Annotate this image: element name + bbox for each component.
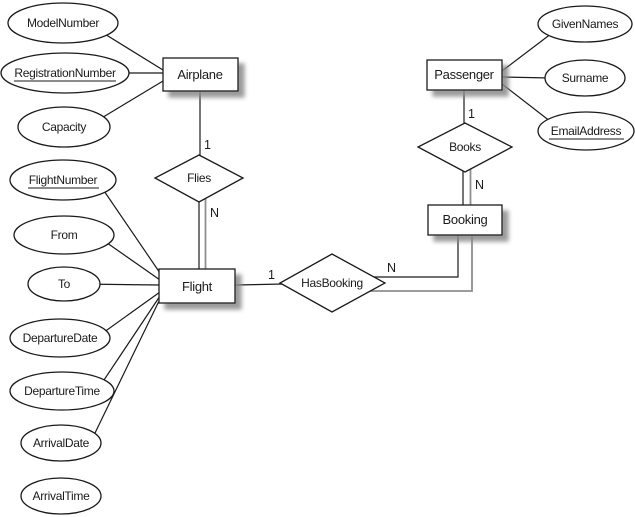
attribute-label-departuretime: DepartureTime [24, 384, 100, 398]
attribute-label-registrationnumber: RegistrationNumber [14, 66, 116, 80]
attribute-label-flightnumber: FlightNumber [29, 173, 98, 187]
cardinality-books-one: 1 [468, 107, 475, 121]
cardinality-hasbooking-many: N [387, 261, 396, 275]
connector-emailaddress-passenger [501, 83, 556, 126]
entity-label-passenger: Passenger [434, 67, 494, 82]
label-layer: ModelNumber RegistrationNumber Capacity … [14, 16, 621, 503]
connector-hasbooking-booking-gray [368, 236, 473, 292]
relationship-diamond-flies [153, 154, 245, 203]
connector-flightnumber-flight [99, 184, 161, 274]
connector-from-flight [99, 237, 161, 281]
connector-departuredate-flight [99, 291, 161, 336]
attribute-label-arrivaldate: ArrivalDate [33, 436, 90, 450]
connector-hasbooking-booking [362, 235, 459, 278]
attribute-ellipse-departuretime [9, 371, 115, 411]
attribute-label-modelnumber: ModelNumber [27, 16, 99, 30]
cardinality-books-many: N [475, 178, 484, 192]
attribute-label-arrivaltime: ArrivalTime [33, 489, 91, 503]
connector-capacity-airplane [94, 80, 164, 123]
relationship-diamond-books [416, 122, 514, 173]
attribute-ellipse-registrationnumber [0, 52, 130, 94]
entity-rect-airplane [162, 57, 239, 92]
attribute-ellipse-emailaddress [537, 111, 635, 151]
attribute-ellipse-surname [544, 59, 626, 97]
attribute-ellipse-capacity [17, 106, 111, 148]
cardinality-hasbooking-one: 1 [268, 268, 275, 282]
entity-rect-booking [427, 204, 503, 236]
relationship-diamond-hasbooking [278, 253, 387, 313]
attribute-ellipse-to [27, 266, 101, 302]
attribute-label-departuredate: DepartureDate [23, 331, 98, 345]
attribute-label-to: To [58, 277, 71, 291]
attribute-ellipse-arrivaldate [20, 424, 102, 462]
attribute-label-surname: Surname [562, 71, 609, 85]
attribute-label-emailaddress: EmailAddress [551, 124, 622, 138]
relationship-label-hasbooking: HasBooking [301, 276, 363, 290]
attribute-ellipse-from [13, 215, 115, 255]
attribute-ellipse-modelnumber [7, 2, 119, 44]
relationship-label-books: Books [449, 140, 481, 154]
cardinality-flies-one: 1 [204, 138, 211, 152]
connector-layer [79, 26, 561, 434]
attribute-ellipse-givennames [537, 5, 633, 43]
entity-label-airplane: Airplane [177, 67, 222, 82]
key-underline-layer [14, 80, 624, 189]
attribute-ellipse-flightnumber [9, 159, 117, 201]
attribute-ellipse-arrivaltime [20, 477, 102, 515]
attribute-label-givennames: GivenNames [552, 17, 619, 31]
connector-flight-hasbooking [234, 283, 285, 286]
attribute-label-capacity: Capacity [42, 120, 87, 134]
connector-arrivaldate-flight [94, 298, 161, 434]
connector-departuretime-flight [99, 295, 161, 387]
connector-surname-passenger [501, 76, 551, 79]
entity-rect-flight [158, 268, 236, 304]
entity-label-booking: Booking [443, 212, 488, 227]
entity-rect-passenger [426, 59, 503, 91]
entity-label-flight: Flight [182, 279, 213, 294]
attribute-label-from: From [51, 228, 78, 242]
relationship-label-flies: Flies [187, 171, 211, 185]
cardinality-flies-many: N [210, 206, 219, 220]
attribute-ellipse-departuredate [9, 318, 111, 358]
